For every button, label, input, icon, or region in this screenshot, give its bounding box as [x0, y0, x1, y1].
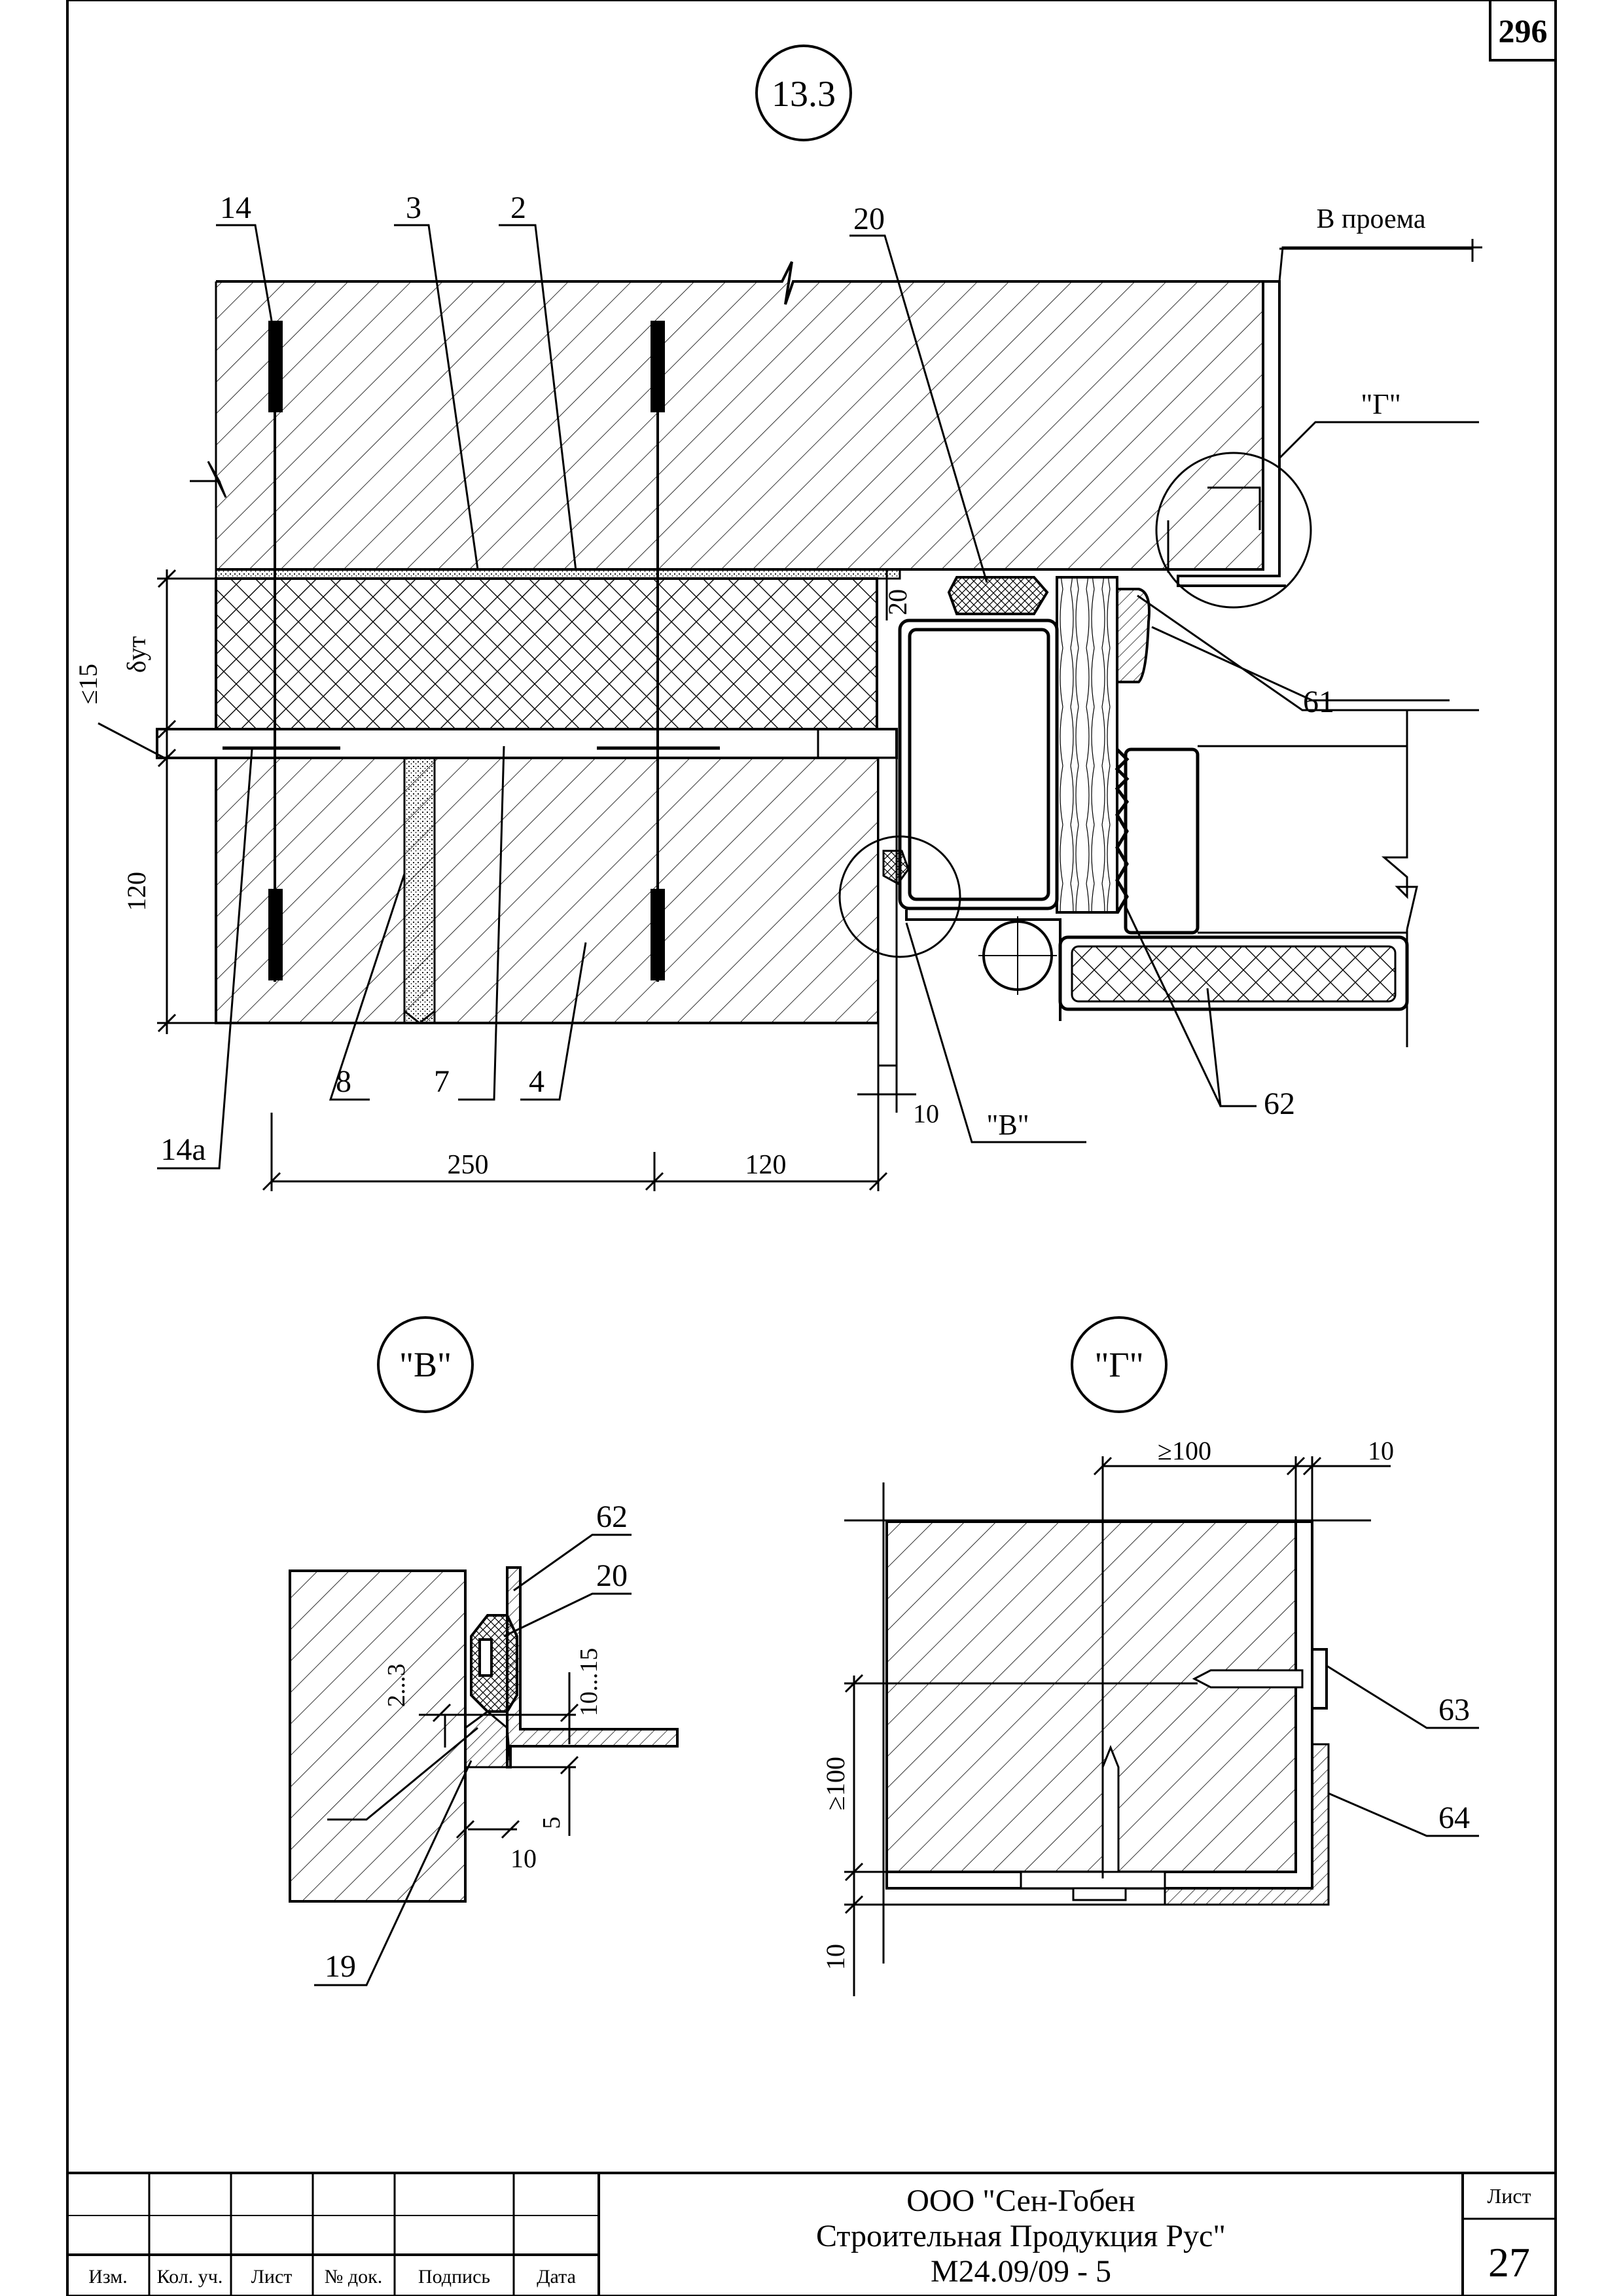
- tb-company-line1: ООО "Сен-Гобен: [906, 2183, 1135, 2218]
- detail-v-wall: [289, 1570, 467, 1903]
- detail-g-dim-10-top: 10: [1368, 1436, 1394, 1465]
- upper-wall-break: [190, 281, 227, 569]
- detail-v-dim-2-3: 2...3: [383, 1664, 410, 1708]
- detail-g-callout-63: 63: [1438, 1693, 1470, 1727]
- detail-g-dim-ge100-top: ≥100: [1158, 1436, 1211, 1465]
- tb-col-kol-uch: Кол. уч.: [157, 2266, 223, 2287]
- tb-sheet-label: Лист: [1487, 2184, 1531, 2208]
- view-title-circle: [755, 45, 852, 141]
- timber-sash: [1056, 576, 1118, 914]
- callout-4: 4: [529, 1064, 544, 1099]
- dim-height-120: 120: [122, 872, 151, 911]
- tb-col-doc-no: № док.: [325, 2266, 382, 2287]
- callout-14a: 14а: [160, 1132, 205, 1167]
- detail-g-anchor-plate: [1311, 1648, 1328, 1710]
- main-section-view: 13.3: [73, 45, 1482, 1191]
- title-block: [67, 2172, 1556, 2296]
- rigid-gap-layer: [156, 728, 898, 759]
- callout-2: 2: [510, 190, 526, 225]
- detail-g-reference: "Г": [1361, 388, 1400, 420]
- glazing-unit: [1115, 745, 1407, 935]
- tb-doc-code: М24.09/09 - 5: [931, 2254, 1111, 2289]
- dim-width-120: 120: [745, 1150, 787, 1180]
- callout-61: 61: [1303, 685, 1334, 719]
- callout-14: 14: [220, 190, 251, 225]
- callout-7: 7: [434, 1064, 450, 1099]
- detail-g-callout-64: 64: [1438, 1801, 1470, 1835]
- sheet-corner-number: 296: [1499, 12, 1548, 49]
- adhesive-layer: [215, 568, 901, 580]
- detail-g-anchor-top: [1192, 1669, 1304, 1689]
- flexible-tie-left: [268, 321, 283, 982]
- detail-v-callout-19: 19: [325, 1949, 356, 1984]
- detail-v-seal: [470, 1614, 518, 1713]
- tb-col-signature: Подпись: [418, 2266, 490, 2287]
- lower-wall-masonry: [215, 757, 880, 1024]
- tb-col-date: Дата: [537, 2266, 576, 2287]
- detail-g-view: "Г" ≥100 10 ≥100 10 63 64: [821, 1316, 1479, 1996]
- detail-v-dim-10: 10: [510, 1844, 537, 1873]
- callout-8: 8: [336, 1064, 351, 1099]
- detail-g-wall: [885, 1520, 1297, 1873]
- detail-g-dim-ge100-side: ≥100: [821, 1757, 850, 1810]
- insulation-layer: [215, 577, 878, 730]
- drip-profile: [1117, 588, 1150, 683]
- callout-62: 62: [1264, 1086, 1295, 1121]
- dim-gap-10: 10: [913, 1099, 939, 1128]
- detail-v-callout-62: 62: [596, 1499, 628, 1534]
- detail-v-view: "В" 62 20 19 2...3 10...15 5 10: [289, 1316, 679, 1986]
- detail-g-title-circle: [1071, 1316, 1168, 1413]
- detail-g-title: "Г": [1094, 1345, 1143, 1384]
- detail-v-title: "В": [399, 1345, 452, 1384]
- dim-le15: ≤15: [73, 664, 103, 704]
- sealant-filler: [403, 757, 436, 1024]
- view-title: 13.3: [772, 74, 836, 115]
- detail-g-marker: [1155, 452, 1312, 609]
- window-frame-profile: [898, 619, 1059, 910]
- opening-label: В проема: [1316, 204, 1425, 234]
- end-plaster: [877, 757, 898, 1067]
- callout-20: 20: [853, 202, 885, 236]
- detail-v-reference: "В": [986, 1109, 1029, 1141]
- compressible-seal: [947, 576, 1049, 615]
- detail-v-dim-5: 5: [538, 1817, 565, 1829]
- dim-gap-20: 20: [883, 589, 912, 615]
- sheet-frame: [66, 0, 1557, 2296]
- callout-3: 3: [406, 190, 421, 225]
- dim-delta-ut: δут: [122, 636, 151, 673]
- detail-v-sealant: [464, 1710, 512, 1768]
- upper-wall-outline: [216, 261, 1264, 571]
- tb-company-line2: Строительная Продукция Рус": [816, 2219, 1226, 2253]
- detail-g-anchor-bottom: [1101, 1744, 1120, 1880]
- detail-v-marker: [838, 835, 961, 958]
- detail-v-callout-20: 20: [596, 1558, 628, 1593]
- dim-width-250: 250: [448, 1150, 489, 1180]
- tb-sheet-number: 27: [1488, 2239, 1530, 2286]
- tb-col-izm: Изм.: [88, 2266, 128, 2287]
- detail-v-title-circle: [377, 1316, 474, 1413]
- upper-wall-masonry: [216, 281, 1263, 569]
- jamb-trim: [1177, 280, 1286, 587]
- bottom-angle: [905, 910, 1061, 1021]
- tb-col-list: Лист: [251, 2266, 293, 2287]
- detail-g-dim-10-side: 10: [821, 1944, 850, 1970]
- detail-v-dim-10-15: 10...15: [575, 1648, 603, 1717]
- detail-g-bottom-plate: [1020, 1871, 1166, 1890]
- flexible-tie-right: [651, 321, 665, 982]
